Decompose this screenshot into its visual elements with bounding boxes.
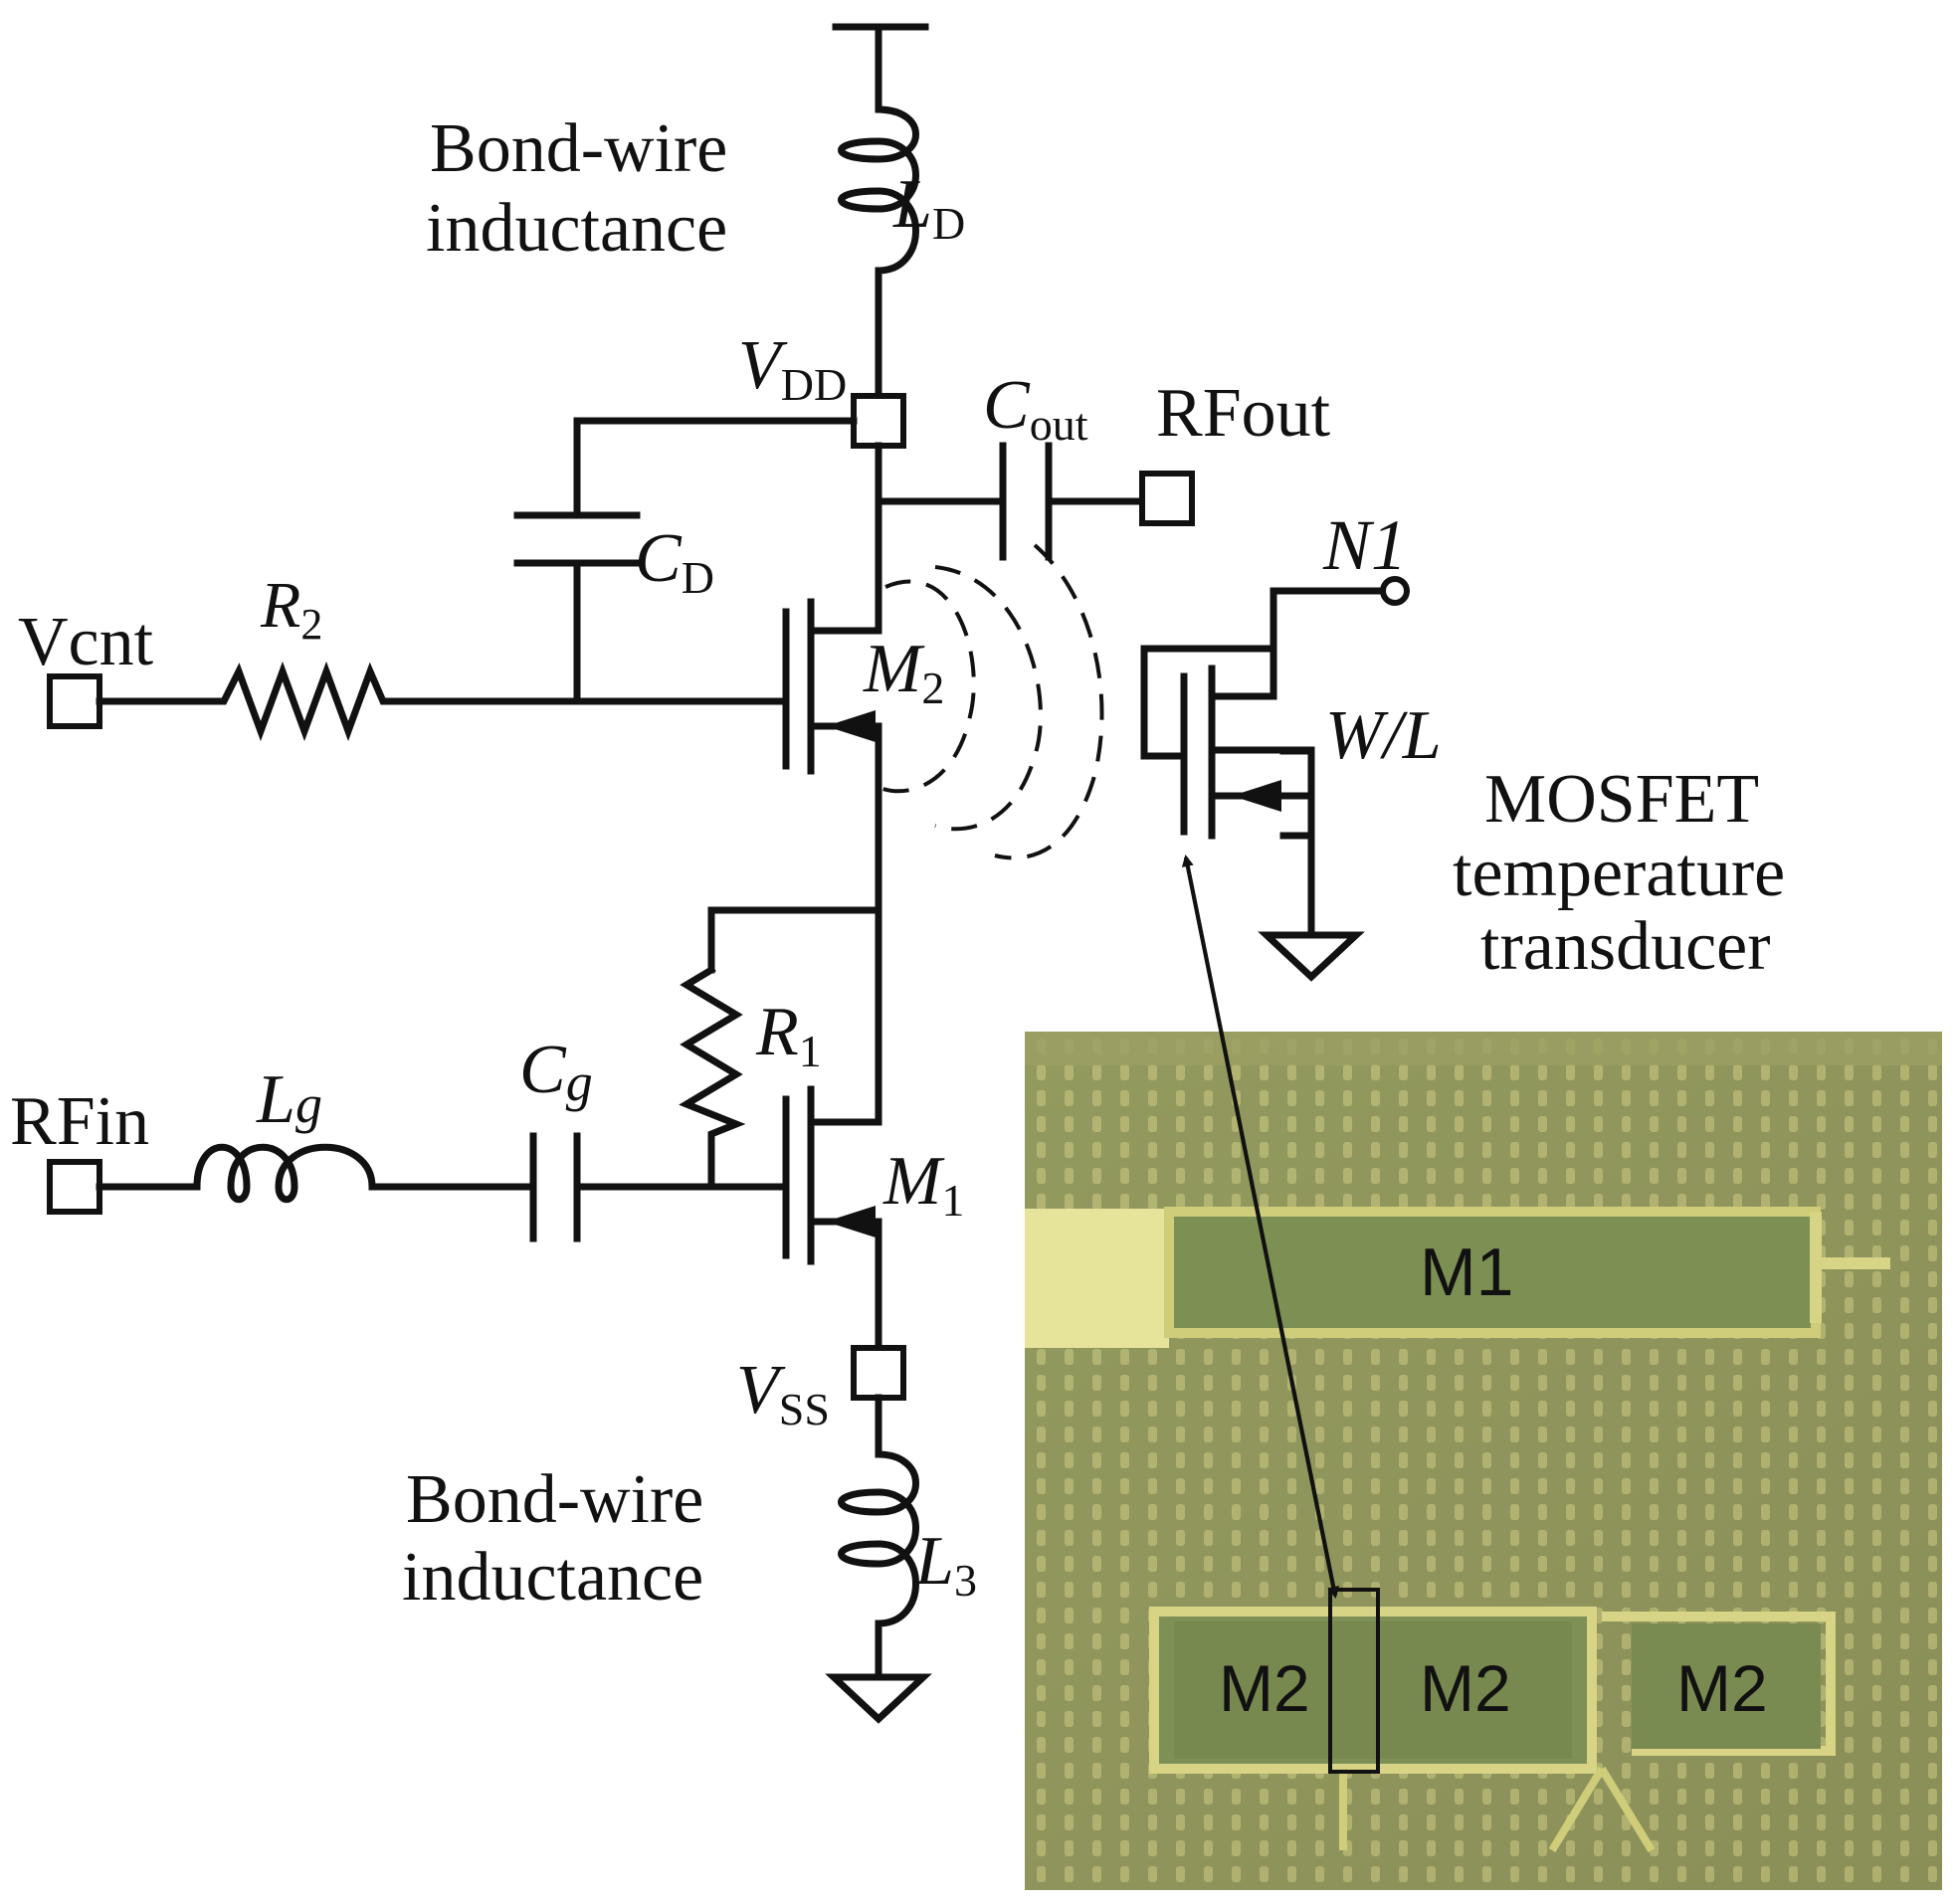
- die-micrograph: M1 M2 M2 M2: [1025, 1032, 1942, 1890]
- label-bond-wire-bottom-2: inductance: [402, 1539, 703, 1616]
- resistor-r1: [679, 906, 882, 1188]
- label-mosfet-1: MOSFET: [1484, 761, 1759, 838]
- label-bond-wire-bottom-1: Bond-wire: [406, 1461, 703, 1538]
- label-bond-wire-top-1: Bond-wire: [430, 110, 727, 187]
- capacitor-cout: [875, 442, 1146, 635]
- label-l3: L3: [914, 1523, 977, 1606]
- label-vss: VSS: [736, 1352, 830, 1434]
- m2-transistor-area: [1149, 1607, 1836, 1853]
- pad-rfin: [47, 1159, 102, 1215]
- label-wl: W/L: [1325, 697, 1442, 774]
- label-rfout: RFout: [1156, 375, 1331, 452]
- capacitor-cd: [513, 417, 858, 700]
- pad-vcnt: [47, 673, 102, 729]
- sensor-location-box: [1328, 1588, 1380, 1774]
- label-r2: R2: [260, 569, 322, 649]
- transistor-m2: [782, 598, 882, 914]
- label-bond-wire-top-2: inductance: [426, 190, 727, 267]
- label-m2-chip-mid: M2: [1420, 1651, 1511, 1725]
- label-vdd: VDD: [738, 327, 847, 410]
- ground-symbol-transducer: [1258, 931, 1365, 982]
- label-cd: CD: [635, 520, 714, 603]
- label-cout: Cout: [983, 367, 1088, 450]
- label-mosfet-2: temperature: [1453, 835, 1785, 911]
- thermal-coupling-arcs: [875, 543, 1104, 860]
- label-m2-chip-right: M2: [1676, 1651, 1768, 1725]
- label-ld: LD: [892, 166, 965, 249]
- label-mosfet-3: transducer: [1480, 908, 1771, 985]
- resistor-r2: [96, 661, 790, 742]
- inductor-ld: [838, 105, 919, 400]
- label-cg: Cg: [519, 1032, 593, 1112]
- ground-symbol-main: [825, 1673, 932, 1724]
- inductor-l3: [838, 1394, 919, 1681]
- vdd-supply-rail: [832, 23, 929, 113]
- label-vcnt: Vcnt: [18, 604, 154, 680]
- pad-rfout: [1139, 471, 1195, 526]
- label-lg: Lg: [256, 1061, 322, 1138]
- capacitor-cg: [529, 1132, 790, 1242]
- label-m2-chip-left: M2: [1219, 1651, 1310, 1725]
- mosfet-transducer: [1140, 576, 1410, 939]
- node-n1: [1380, 576, 1410, 606]
- pad-vss: [851, 1345, 906, 1401]
- label-rfin: RFin: [10, 1083, 149, 1160]
- label-n1: N1: [1322, 505, 1407, 585]
- label-m2: M2: [863, 631, 944, 713]
- transistor-m1: [782, 1085, 882, 1352]
- label-m1-chip: M1: [1420, 1235, 1513, 1310]
- label-m1: M1: [882, 1143, 964, 1226]
- label-r1: R1: [755, 994, 822, 1076]
- pad-vdd: [851, 393, 906, 449]
- location-arrow: [1181, 855, 1340, 1599]
- inductor-lg: [96, 1143, 537, 1204]
